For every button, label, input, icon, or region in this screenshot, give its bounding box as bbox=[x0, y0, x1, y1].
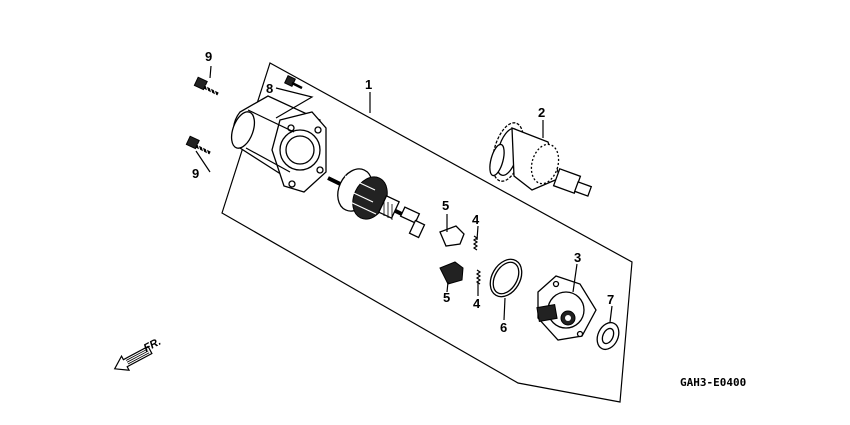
front-marker-label: FR. bbox=[142, 336, 163, 355]
motor-case bbox=[230, 95, 327, 193]
callout-4-lower: 4 bbox=[473, 296, 481, 311]
brush-spring-lower bbox=[475, 269, 482, 285]
callout-9-lower: 9 bbox=[192, 166, 199, 181]
screw-9-lower bbox=[185, 135, 211, 156]
callout-5-lower: 5 bbox=[443, 290, 450, 305]
callout-6: 6 bbox=[500, 320, 507, 335]
drawing-code: GAH3-E0400 bbox=[680, 376, 746, 389]
callout-3: 3 bbox=[574, 250, 581, 265]
assembly-outline bbox=[221, 62, 633, 403]
screw-9-upper bbox=[193, 76, 219, 97]
callout-2: 2 bbox=[538, 105, 545, 120]
callout-4-upper: 4 bbox=[472, 212, 480, 227]
oil-seal bbox=[596, 321, 620, 351]
armature bbox=[327, 168, 426, 239]
callout-7: 7 bbox=[607, 292, 614, 307]
callout-1: 1 bbox=[365, 77, 372, 92]
brush-upper bbox=[439, 225, 465, 247]
starter-clutch bbox=[489, 122, 593, 197]
o-ring bbox=[489, 258, 523, 298]
brush-lower bbox=[439, 261, 464, 285]
callout-8: 8 bbox=[266, 81, 273, 96]
callout-5-upper: 5 bbox=[442, 198, 449, 213]
front-cover bbox=[536, 275, 597, 341]
front-direction-arrow bbox=[113, 345, 153, 371]
callout-9-upper: 9 bbox=[205, 49, 212, 64]
brush-spring-upper bbox=[472, 235, 479, 251]
screw-8 bbox=[284, 75, 303, 90]
